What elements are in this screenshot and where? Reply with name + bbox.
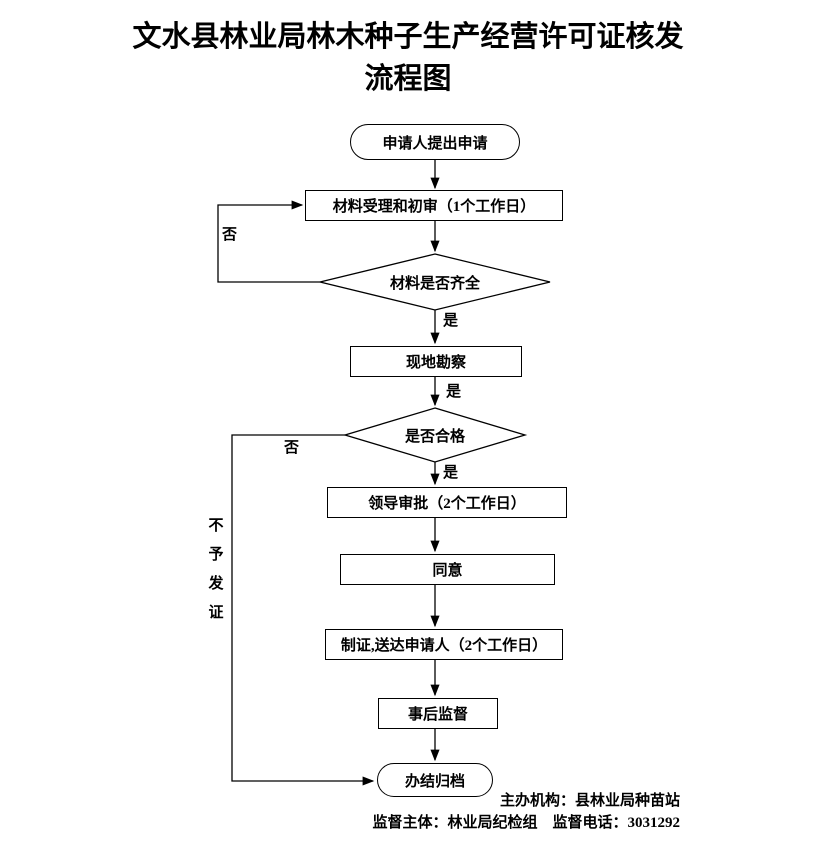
footer-organizer: 主办机构：县林业局种苗站 [499,793,680,809]
page-title-line2: 流程图 [364,63,452,95]
node-leader-approval: 领导审批（2个工作日） [327,487,567,518]
edge-label-yes-1: 是 [443,313,459,329]
edge-label-yes-2: 是 [446,384,462,400]
decision-materials-complete-shape [319,253,551,311]
node-start: 申请人提出申请 [350,124,520,160]
loop-no-license [231,434,375,786]
footer-supervision: 监督主体：林业局纪检组 监督电话：3031292 [372,815,680,831]
node-decision-materials-complete: 材料是否齐全 [389,275,480,292]
node-agree: 同意 [340,554,555,585]
edge-label-no-license: 不予发证 [208,518,224,621]
node-material-review: 材料受理和初审（1个工作日） [305,190,563,221]
page-title-line1: 文水县林业局林木种子生产经营许可证核发 [132,21,684,53]
node-decision-qualified: 是否合格 [404,428,465,445]
node-issue-deliver: 制证,送达申请人（2个工作日） [325,629,563,660]
node-post-supervision: 事后监督 [378,698,498,729]
edge-label-no-2: 否 [284,440,300,456]
footer-info: 主办机构：县林业局种苗站 监督主体：林业局纪检组 监督电话：3031292 [372,790,680,834]
page-title: 文水县林业局林木种子生产经营许可证核发 流程图 [0,16,816,100]
edge-label-yes-3: 是 [443,465,459,481]
decision-qualified-shape [342,407,528,463]
edge-label-no-1: 否 [222,227,238,243]
node-archive: 办结归档 [377,763,493,797]
loop-no-materials [217,200,320,283]
node-site-survey: 现地勘察 [350,346,522,377]
